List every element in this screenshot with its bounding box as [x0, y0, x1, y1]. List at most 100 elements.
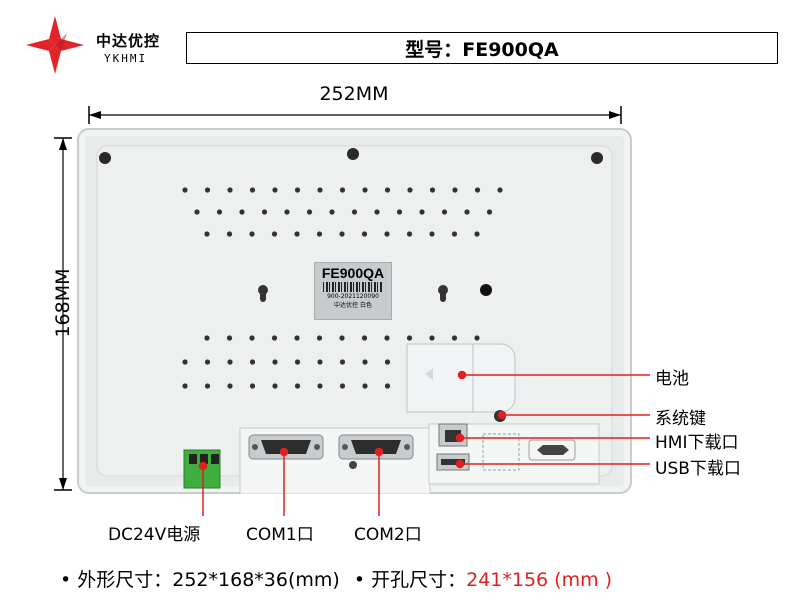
vent-hole: [474, 335, 480, 341]
model-header: 型号：FE900QA: [186, 32, 778, 64]
vent-hole: [294, 335, 300, 341]
vent-hole: [271, 231, 278, 237]
callout-system-key: 系统键: [655, 409, 706, 429]
width-dimension-arrow: [88, 106, 622, 124]
vent-hole: [429, 231, 435, 237]
label-plate-brand: 中达优控 白色: [334, 302, 372, 309]
vent-hole: [384, 187, 391, 193]
brand-sub: YKHMI: [104, 52, 148, 65]
vent-hole: [239, 209, 245, 215]
vent-hole: [441, 209, 448, 215]
vent-hole: [182, 187, 188, 193]
vent-hole: [451, 231, 458, 237]
vent-hole: [374, 209, 380, 215]
vent-hole: [249, 383, 256, 389]
vent-hole: [284, 209, 290, 215]
dimension-spec: • 外形尺寸：252*168*36(mm) • 开孔尺寸：241*156 (mm…: [60, 565, 612, 592]
vent-hole: [317, 359, 323, 365]
vent-hole: [339, 383, 346, 389]
vent-hole: [294, 359, 301, 365]
outer-size-value: 252*168*36(mm): [172, 569, 340, 591]
vent-hole: [249, 335, 255, 341]
label-com1: COM1口: [246, 525, 314, 545]
vent-hole: [361, 231, 368, 237]
vent-hole: [272, 383, 278, 389]
cutout-size-value: 241*156 (mm ): [466, 569, 613, 591]
vent-hole: [384, 231, 390, 237]
vent-hole: [249, 231, 255, 237]
vent-hole: [294, 383, 301, 389]
vent-hole: [384, 383, 391, 389]
label-plate-title: FE900QA: [321, 265, 385, 281]
vent-hole: [339, 231, 345, 237]
vent-hole: [182, 383, 188, 389]
callout-hmi-download: HMI下载口: [655, 433, 739, 453]
vent-hole: [204, 383, 211, 389]
vent-hole: [407, 187, 413, 193]
screw-icon: [99, 148, 603, 164]
vent-hole: [429, 187, 436, 193]
brand-name: 中达优控: [96, 32, 161, 50]
callout-usb-download: USB下载口: [655, 459, 741, 479]
vent-hole: [362, 359, 368, 365]
vent-hole: [474, 187, 481, 193]
width-dimension-label: 252MM: [319, 83, 389, 105]
vent-hole: [249, 187, 256, 193]
vent-hole: [272, 359, 278, 365]
vent-hole: [486, 209, 493, 215]
vent-hole: [329, 209, 335, 215]
vent-hole: [451, 335, 458, 341]
barcode-icon: [323, 282, 383, 292]
cutout-size-prefix: • 开孔尺寸：: [353, 569, 467, 591]
vent-hole: [261, 209, 268, 215]
vent-hole: [182, 359, 188, 365]
label-power: DC24V电源: [108, 525, 201, 545]
vent-hole: [294, 231, 300, 237]
vent-hole: [249, 359, 256, 365]
label-plate-code: 900-2021120090: [327, 293, 379, 300]
vent-hole: [194, 209, 200, 215]
vent-hole: [452, 187, 458, 193]
vent-hole: [271, 335, 278, 341]
vent-hole: [384, 359, 391, 365]
vent-hole: [204, 335, 210, 341]
vent-hole: [204, 359, 211, 365]
vent-hole: [464, 209, 470, 215]
vent-hole: [474, 231, 480, 237]
vent-hole: [396, 209, 403, 215]
vent-hole: [339, 187, 346, 193]
vent-hole: [384, 335, 390, 341]
vent-hole: [226, 335, 233, 341]
vent-hole: [419, 209, 425, 215]
vent-hole: [317, 383, 323, 389]
red-four-point-star-logo-icon: [26, 16, 84, 74]
vent-hole: [216, 209, 223, 215]
vent-hole: [316, 335, 323, 341]
vent-hole: [204, 231, 210, 237]
vent-hole: [429, 335, 435, 341]
vent-hole: [226, 231, 233, 237]
label-com2: COM2口: [354, 525, 422, 545]
vent-hole: [362, 187, 368, 193]
vent-hole: [317, 187, 323, 193]
keyhole-icon: [258, 285, 448, 302]
callout-battery: 电池: [655, 369, 689, 389]
vent-hole: [306, 209, 313, 215]
vent-hole: [361, 335, 368, 341]
brand-logo: [24, 14, 86, 76]
vent-hole: [227, 383, 233, 389]
vent-hole: [497, 187, 503, 193]
com2-port-icon: [338, 434, 414, 460]
vent-hole: [351, 209, 358, 215]
vent-hole: [362, 383, 368, 389]
vent-hole: [272, 187, 278, 193]
vent-hole: [339, 335, 345, 341]
com1-port-icon: [248, 434, 324, 460]
vent-hole: [227, 359, 233, 365]
model-label-plate: FE900QA 900-2021120090 中达优控 白色: [314, 262, 392, 320]
height-dimension-arrow: [54, 137, 72, 491]
vent-hole: [339, 359, 346, 365]
vent-hole: [406, 231, 413, 237]
vent-hole: [204, 187, 211, 193]
